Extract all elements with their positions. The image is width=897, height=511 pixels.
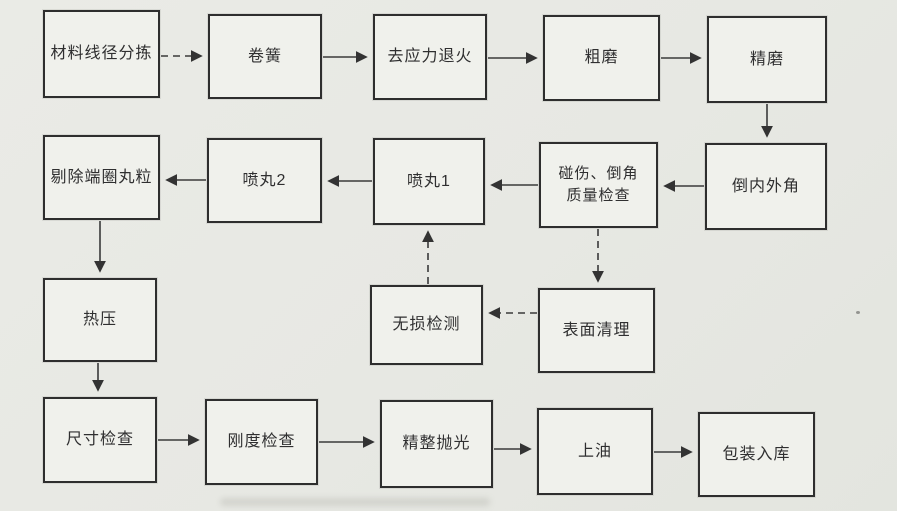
scan-bleedthrough-smudge xyxy=(220,498,490,506)
node-label: 刚度检查 xyxy=(227,433,296,451)
node-stiffness-inspection: 刚度检查 xyxy=(205,399,318,485)
node-hot-pressing: 热压 xyxy=(43,278,157,362)
node-ndt-testing: 无损检测 xyxy=(370,285,483,365)
node-finish-polishing: 精整抛光 xyxy=(380,400,493,488)
node-label: 尺寸检查 xyxy=(65,431,134,449)
node-label: 喷丸1 xyxy=(407,172,451,190)
node-shot-peening-2: 喷丸2 xyxy=(207,138,322,223)
node-label: 无损检测 xyxy=(392,316,461,334)
node-label: 热压 xyxy=(82,311,117,329)
node-label: 喷丸2 xyxy=(242,171,287,189)
node-label: 精磨 xyxy=(749,50,784,68)
node-label: 材料线径分拣 xyxy=(50,45,153,63)
node-label: 卷簧 xyxy=(247,47,282,65)
node-dimension-inspection: 尺寸检查 xyxy=(43,397,157,483)
node-surface-cleaning: 表面清理 xyxy=(538,288,655,373)
node-packing-warehousing: 包装入库 xyxy=(698,412,815,497)
node-rough-grinding: 粗磨 xyxy=(543,15,660,101)
node-label: 精整抛光 xyxy=(402,435,471,453)
node-label: 倒内外角 xyxy=(731,177,800,195)
node-label: 去应力退火 xyxy=(387,48,473,66)
node-chamfer-inner-outer: 倒内外角 xyxy=(705,143,827,230)
node-remove-end-coil-shot: 剔除端圈丸粒 xyxy=(43,135,160,220)
node-damage-chamfer-check: 碰伤、倒角 质量检查 xyxy=(539,142,658,228)
node-material-sorting: 材料线径分拣 xyxy=(43,10,160,98)
node-label: 碰伤、倒角 质量检查 xyxy=(558,165,639,204)
scan-speck xyxy=(856,311,860,314)
node-shot-peening-1: 喷丸1 xyxy=(373,138,485,225)
node-coiling: 卷簧 xyxy=(208,14,322,99)
node-oiling: 上油 xyxy=(537,408,653,495)
node-label: 剔除端圈丸粒 xyxy=(50,168,153,186)
node-label: 表面清理 xyxy=(562,321,631,339)
node-label: 上油 xyxy=(577,442,612,460)
node-label: 粗磨 xyxy=(584,49,619,67)
node-stress-relief-annealing: 去应力退火 xyxy=(373,14,487,100)
node-label: 包装入库 xyxy=(722,445,791,463)
node-fine-grinding: 精磨 xyxy=(707,16,827,103)
